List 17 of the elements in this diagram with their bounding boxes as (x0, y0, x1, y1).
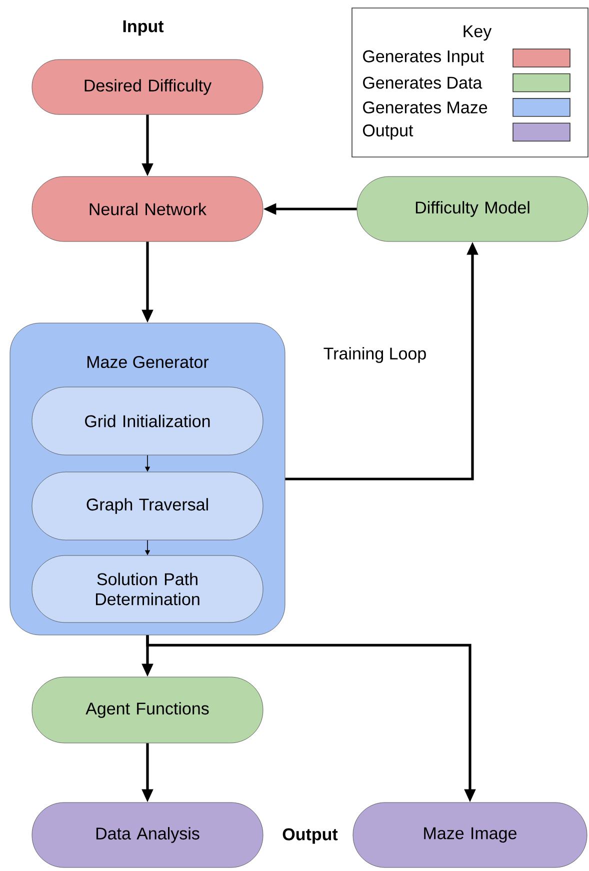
process-box: Graph Traversal (32, 472, 264, 540)
process-box: Difficulty Model (356, 176, 588, 242)
legend-title: Key (464, 25, 492, 41)
process-box: Desired Difficulty (32, 59, 264, 115)
process-box: Solution Path Determination (32, 555, 264, 623)
heading: Input (123, 20, 164, 36)
edge-label: Training Loop (324, 347, 426, 363)
legend-text: Generates Data (363, 76, 482, 89)
heading: Output (282, 828, 338, 844)
process-box: Maze Image (352, 802, 588, 868)
process-box: Neural Network (32, 176, 264, 242)
legend-text: Generates Maze (363, 101, 488, 114)
process-box: Grid Initialization (32, 386, 264, 456)
legend-text: Generates Input (363, 50, 484, 66)
legend-text: Output (363, 124, 414, 140)
process-box: Agent Functions (32, 676, 264, 744)
process-box: Data Analysis (32, 802, 264, 868)
